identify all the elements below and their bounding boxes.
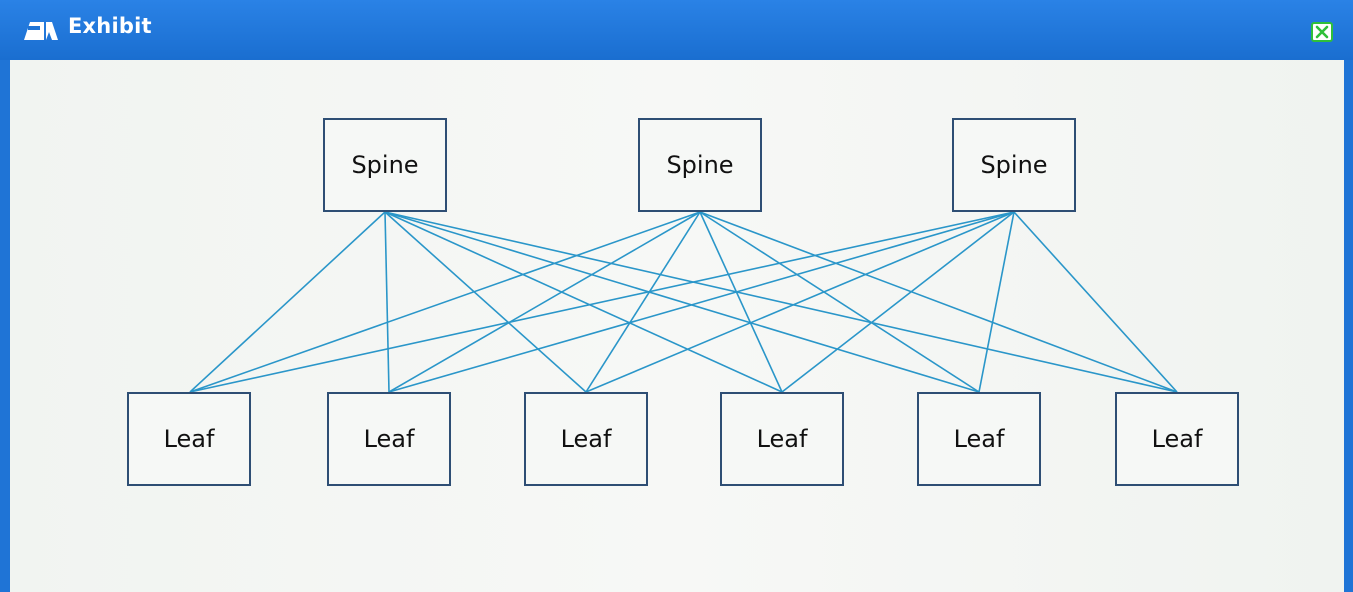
spine-leaf-link bbox=[585, 211, 1015, 393]
spine-leaf-link bbox=[978, 211, 1015, 393]
leaf-node: Leaf bbox=[917, 392, 1041, 486]
leaf-label: Leaf bbox=[756, 425, 808, 453]
spine-leaf-link bbox=[189, 211, 701, 393]
leaf-node: Leaf bbox=[327, 392, 451, 486]
spine-leaf-link bbox=[1013, 211, 1178, 393]
spine-leaf-link bbox=[384, 211, 1178, 393]
spine-leaf-link bbox=[699, 211, 783, 393]
link-layer bbox=[189, 211, 1178, 393]
spine-label: Spine bbox=[666, 151, 734, 179]
close-icon[interactable] bbox=[1311, 22, 1333, 42]
spine-leaf-link bbox=[781, 211, 1015, 393]
spine-leaf-link bbox=[384, 211, 390, 393]
spine-leaf-link bbox=[585, 211, 701, 393]
leaf-label: Leaf bbox=[560, 425, 612, 453]
window-title: Exhibit bbox=[68, 14, 152, 38]
exhibit-icon bbox=[22, 18, 60, 42]
spine-node: Spine bbox=[638, 118, 762, 212]
leaf-node: Leaf bbox=[524, 392, 648, 486]
spine-leaf-link bbox=[699, 211, 980, 393]
spine-node: Spine bbox=[323, 118, 447, 212]
leaf-node: Leaf bbox=[1115, 392, 1239, 486]
spine-label: Spine bbox=[351, 151, 419, 179]
leaf-node: Leaf bbox=[127, 392, 251, 486]
leaf-label: Leaf bbox=[953, 425, 1005, 453]
spine-leaf-link bbox=[388, 211, 701, 393]
spine-leaf-link bbox=[384, 211, 980, 393]
exhibit-content: Spine Spine Spine Leaf Leaf Leaf Leaf Le… bbox=[10, 60, 1344, 592]
spine-leaf-link bbox=[384, 211, 587, 393]
spine-leaf-link bbox=[388, 211, 1015, 393]
spine-leaf-link bbox=[189, 211, 386, 393]
spine-node: Spine bbox=[952, 118, 1076, 212]
leaf-node: Leaf bbox=[720, 392, 844, 486]
leaf-label: Leaf bbox=[1151, 425, 1203, 453]
title-bar: Exhibit bbox=[0, 0, 1353, 60]
leaf-label: Leaf bbox=[163, 425, 215, 453]
spine-leaf-link bbox=[699, 211, 1178, 393]
spine-label: Spine bbox=[980, 151, 1048, 179]
spine-leaf-link bbox=[189, 211, 1015, 393]
leaf-label: Leaf bbox=[363, 425, 415, 453]
spine-leaf-link bbox=[384, 211, 783, 393]
